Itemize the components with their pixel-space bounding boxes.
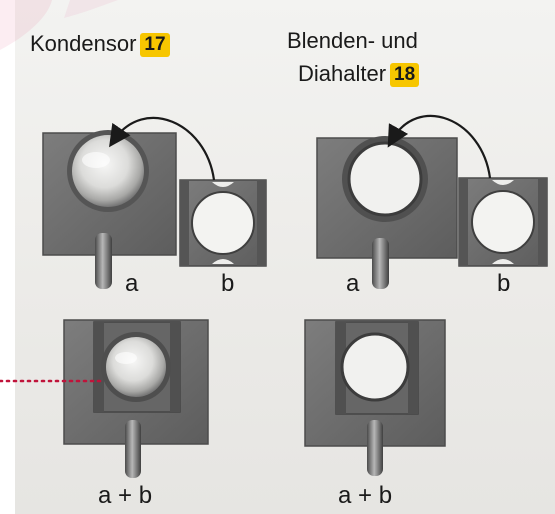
part-label-a-right: a [346,270,360,297]
curved-arrow-icon [387,114,492,179]
holder-number-badge: 18 [390,63,420,87]
condenser-plate-a [42,130,177,289]
part-label-a-plus-b-left: a + b [98,482,153,509]
holder-title-line1: Blenden- und [287,28,418,54]
holder-title-text-line1: Blenden- und [287,28,418,53]
corner-swoosh-decoration [0,0,118,50]
condenser-number-badge: 17 [140,33,170,57]
holder-title-text-line2: Diahalter [298,61,387,86]
holder-assembled [304,319,446,476]
holder-plate-a [316,136,458,289]
part-label-a-left: a [125,270,139,297]
part-label-b-right: b [497,270,511,297]
condenser-title-text: Kondensor [30,31,137,56]
slide-holder-b-left [179,179,267,267]
condenser-assembled [63,319,209,478]
slide-holder-b-right [458,177,548,267]
part-label-a-plus-b-right: a + b [338,482,393,509]
part-label-b-left: b [221,270,235,297]
curved-arrow-icon [109,116,216,181]
